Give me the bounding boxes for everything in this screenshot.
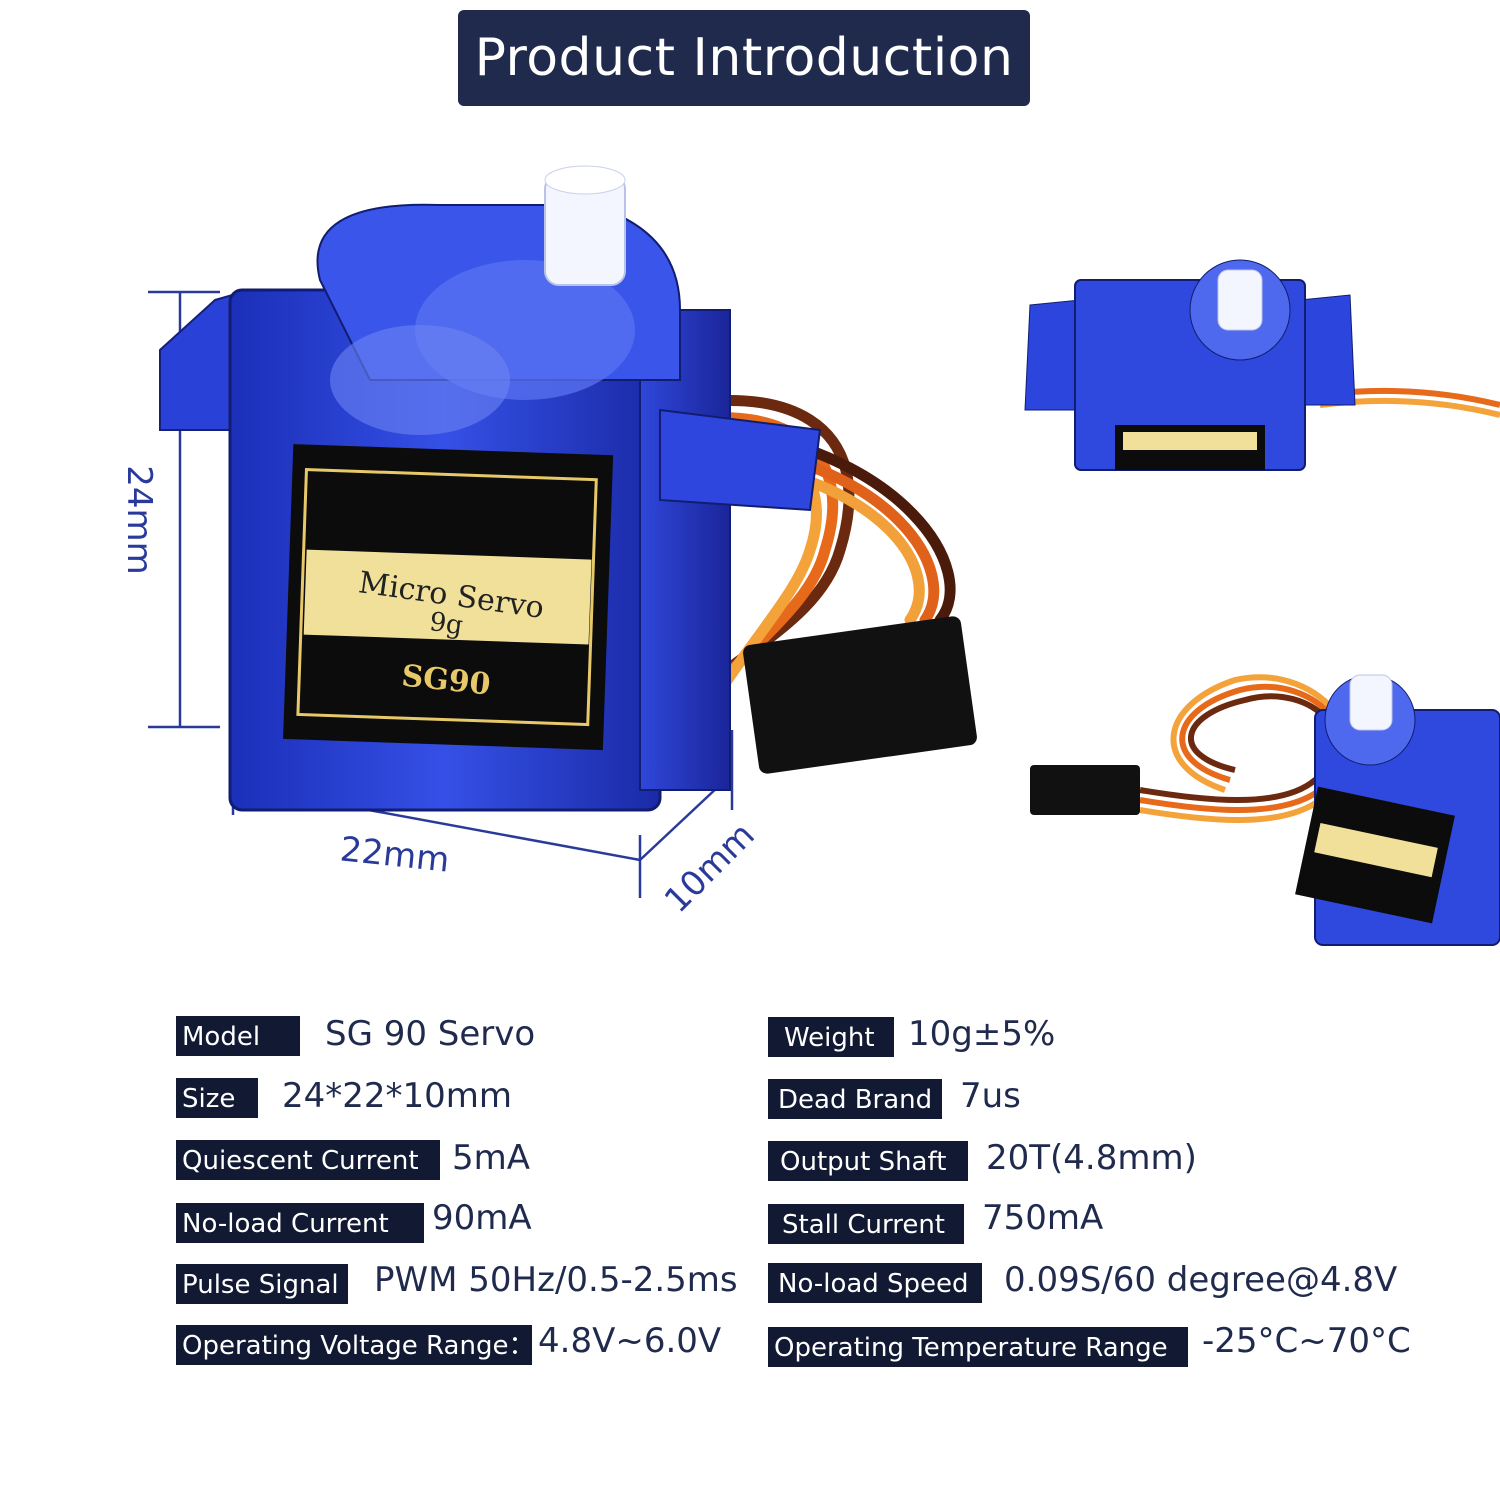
servo-angled-view-image <box>1030 674 1500 946</box>
spec-label-weight: Weight <box>768 1017 894 1057</box>
spec-value-operating-voltage: 4.8V~6.0V <box>538 1321 722 1361</box>
spec-value-no-load-current: 90mA <box>432 1198 532 1238</box>
spec-value-operating-temperature: -25°C~70°C <box>1202 1321 1411 1361</box>
spec-value-stall-current: 750mA <box>982 1198 1104 1238</box>
spec-label-dead-brand: Dead Brand <box>768 1079 942 1119</box>
spec-value-no-load-speed: 0.09S/60 degree@4.8V <box>1004 1260 1398 1300</box>
label-weight-text: 9g <box>428 607 465 641</box>
page-title: Product Introduction <box>474 28 1014 88</box>
servo-side-view-image <box>1024 259 1500 471</box>
spec-label-quiescent-current: Quiescent Current <box>176 1140 440 1180</box>
spec-label-model: Model <box>176 1016 300 1056</box>
spec-label-no-load-speed: No-load Speed <box>768 1263 982 1303</box>
spec-value-pulse-signal: PWM 50Hz/0.5-2.5ms <box>374 1260 738 1300</box>
main-servo-image: Micro Servo 9g SG90 <box>148 165 977 898</box>
spec-value-quiescent-current: 5mA <box>452 1138 531 1178</box>
spec-label-operating-temperature: Operating Temperature Range <box>768 1327 1188 1367</box>
height-dimension-label: 24mm <box>118 465 159 575</box>
spec-label-size: Size <box>176 1078 258 1118</box>
spec-value-model: SG 90 Servo <box>325 1014 536 1054</box>
spec-label-output-shaft: Output Shaft <box>768 1141 968 1181</box>
spec-label-no-load-current: No-load Current <box>176 1203 424 1243</box>
spec-label-operating-voltage: Operating Voltage Range： <box>176 1325 532 1365</box>
spec-label-pulse-signal: Pulse Signal <box>176 1264 348 1304</box>
spec-label-stall-current: Stall Current <box>768 1204 964 1244</box>
spec-value-dead-brand: 7us <box>960 1076 1021 1116</box>
spec-value-size: 24*22*10mm <box>282 1076 513 1116</box>
spec-value-output-shaft: 20T(4.8mm) <box>986 1138 1197 1178</box>
product-introduction-header: Product Introduction <box>458 10 1030 106</box>
spec-value-weight: 10g±5% <box>908 1014 1056 1054</box>
